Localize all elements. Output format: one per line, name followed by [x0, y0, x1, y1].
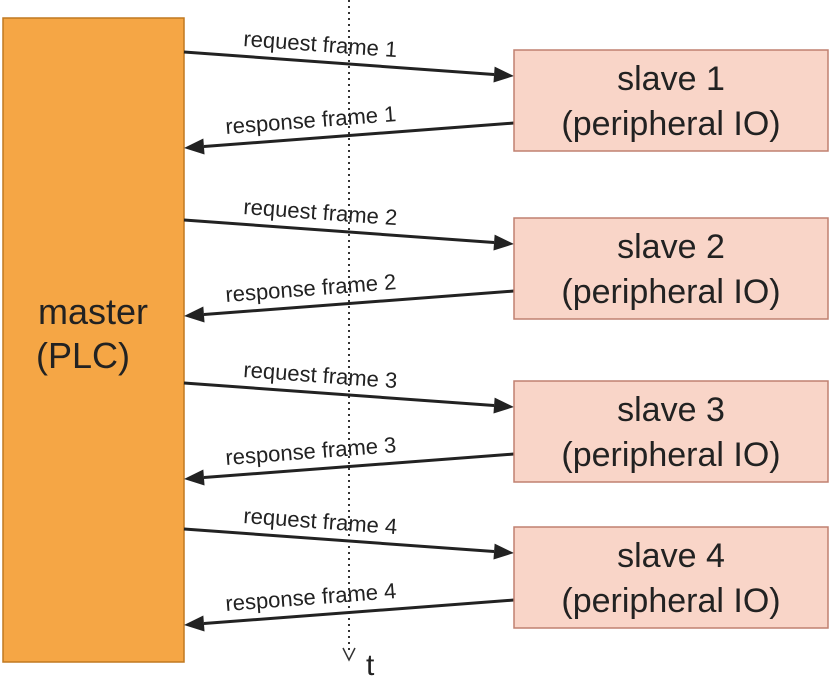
- master-label-line1: master: [38, 291, 148, 332]
- slave-label-line1: slave 2: [617, 228, 725, 266]
- slave-label-line2: (peripheral IO): [561, 273, 780, 311]
- slave-box: slave 2 (peripheral IO): [513, 217, 829, 320]
- slave-label-line2: (peripheral IO): [561, 582, 780, 620]
- request-arrow: [183, 50, 514, 83]
- response-arrow: [184, 289, 515, 323]
- slave-label-line2: (peripheral IO): [561, 436, 780, 474]
- slave-label-line1: slave 3: [617, 391, 725, 429]
- slave-box: slave 3 (peripheral IO): [513, 380, 829, 483]
- response-arrow: [184, 598, 515, 632]
- master-label-line2: (PLC): [36, 335, 130, 376]
- master-box: master (PLC): [2, 17, 185, 663]
- slave-label-line1: slave 4: [617, 537, 725, 575]
- request-arrow: [183, 527, 514, 560]
- slave-label-line1: slave 1: [617, 60, 725, 98]
- time-axis-label: t: [366, 649, 375, 678]
- slave-box: slave 4 (peripheral IO): [513, 526, 829, 629]
- response-arrow: [184, 452, 515, 486]
- slave-label-line2: (peripheral IO): [561, 105, 780, 143]
- response-arrow: [184, 121, 515, 155]
- time-axis-arrowhead: [342, 647, 356, 662]
- request-arrow: [183, 218, 514, 251]
- request-arrow: [183, 381, 514, 414]
- slave-box: slave 1 (peripheral IO): [513, 49, 829, 152]
